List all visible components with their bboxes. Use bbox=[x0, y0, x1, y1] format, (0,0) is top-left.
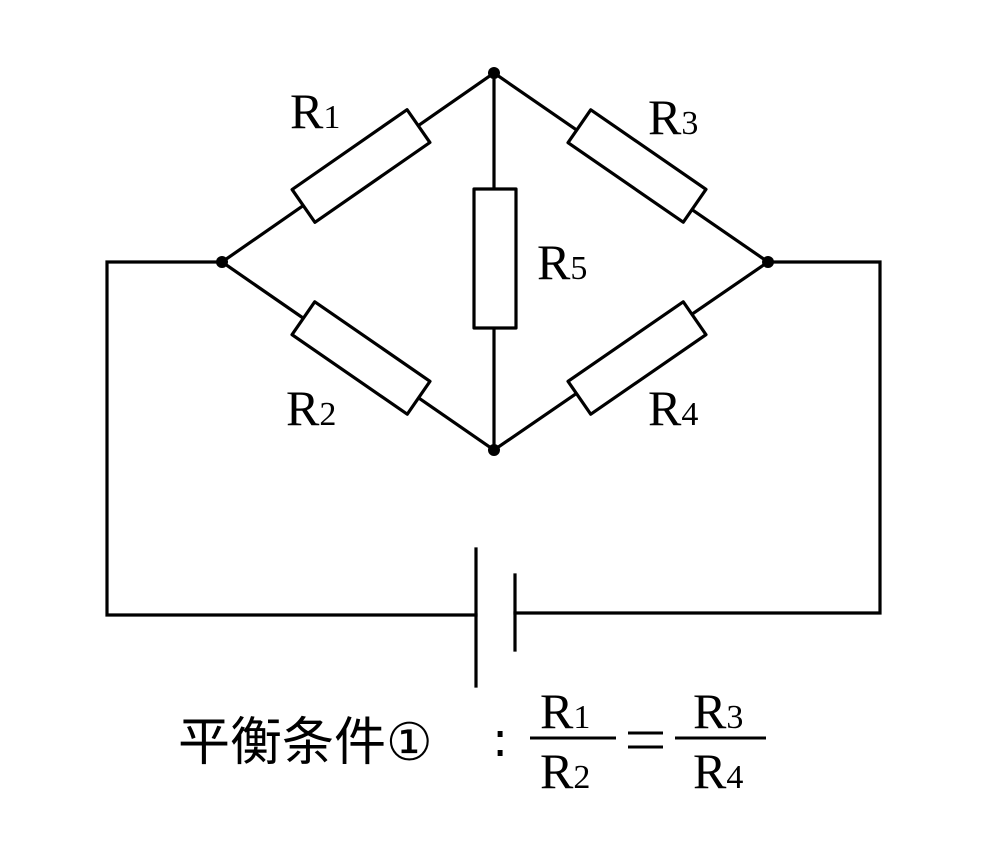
node-top bbox=[488, 67, 500, 79]
label-r5: R5 bbox=[537, 234, 587, 290]
label-r1: R1 bbox=[290, 83, 340, 139]
wire-left-loop bbox=[105, 260, 478, 617]
resistor-r3 bbox=[566, 108, 708, 224]
resistor-r2 bbox=[290, 300, 432, 416]
label-r4: R4 bbox=[648, 380, 698, 436]
balance-condition-caption: 平衡条件① : R1 R2 R3 R4 bbox=[178, 683, 766, 799]
wire-right-loop bbox=[513, 260, 882, 615]
label-r2: R2 bbox=[286, 380, 336, 436]
fraction-rhs-numerator: R3 bbox=[693, 683, 743, 739]
fraction-rhs-denominator: R4 bbox=[693, 743, 743, 799]
label-r3: R3 bbox=[648, 89, 698, 145]
node-bottom bbox=[488, 444, 500, 456]
node-left bbox=[216, 256, 228, 268]
equals-sign bbox=[628, 731, 663, 749]
caption-prefix: 平衡条件① bbox=[178, 713, 433, 773]
fraction-lhs-numerator: R1 bbox=[540, 683, 590, 739]
fraction-lhs-denominator: R2 bbox=[540, 743, 590, 799]
resistor-r4 bbox=[566, 300, 708, 416]
node-right bbox=[762, 256, 774, 268]
resistor-r5 bbox=[472, 187, 518, 330]
resistor-r1 bbox=[290, 108, 432, 224]
caption-colon: : bbox=[492, 712, 508, 768]
battery-symbol bbox=[474, 547, 517, 688]
